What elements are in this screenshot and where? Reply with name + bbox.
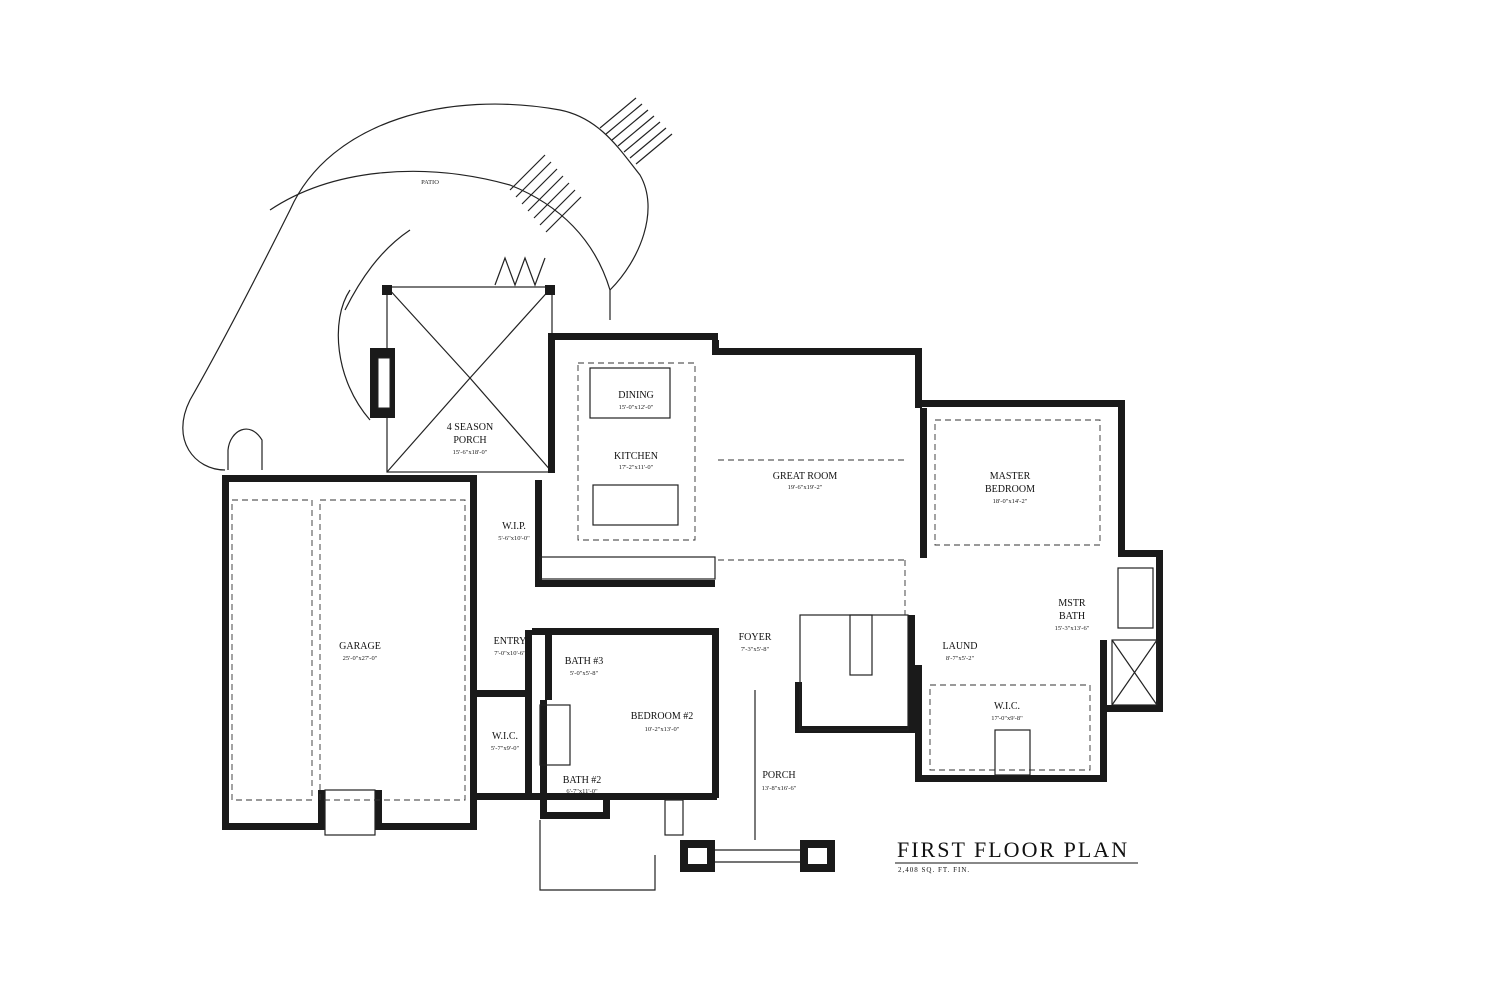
patio-label: PATIO bbox=[421, 179, 439, 186]
laund-dims: 8'-7"x5'-2" bbox=[946, 655, 975, 662]
dining-label: DINING bbox=[618, 390, 654, 401]
bifold-door bbox=[494, 256, 546, 287]
exterior-walls bbox=[222, 333, 1163, 891]
foyer-dims: 7'-3"x5'-8" bbox=[741, 646, 770, 653]
laund-label: LAUND bbox=[943, 641, 978, 652]
patio-outline bbox=[182, 103, 649, 471]
wip-dims: 5'-6"x10'-0" bbox=[498, 535, 530, 542]
four-season-porch-dims: 15'-6"x18'-0" bbox=[453, 449, 488, 456]
four-season-porch-label-1: 4 SEASON bbox=[447, 422, 493, 433]
master-bedroom-label-2: BEDROOM bbox=[985, 484, 1035, 495]
mstr-bath-dims: 15'-3"x13'-6" bbox=[1055, 625, 1090, 632]
bath2-label: BATH #2 bbox=[563, 775, 602, 786]
kitchen-label: KITCHEN bbox=[614, 451, 658, 462]
great-room-label: GREAT ROOM bbox=[773, 471, 838, 482]
four-season-porch-label-2: PORCH bbox=[453, 435, 486, 446]
master-bedroom-label-1: MASTER bbox=[990, 471, 1031, 482]
wic-left-dims: 5'-7"x9'-0" bbox=[491, 745, 520, 752]
mstr-bath-label-1: MSTR bbox=[1058, 598, 1086, 609]
wic-master-dims: 17'-0"x9'-8" bbox=[991, 715, 1023, 722]
bedroom2-label: BEDROOM #2 bbox=[631, 711, 694, 722]
plan-subtitle: 2,408 SQ. FT. FIN. bbox=[898, 866, 970, 874]
garage-label: GARAGE bbox=[339, 641, 381, 652]
wip-label: W.I.P. bbox=[502, 521, 526, 532]
foyer-label: FOYER bbox=[739, 632, 772, 643]
bath3-label: BATH #3 bbox=[565, 656, 604, 667]
bedroom2-dims: 10'-2"x13'-0" bbox=[645, 726, 680, 733]
bath3-dims: 5'-0"x5'-8" bbox=[570, 670, 599, 677]
plan-title: FIRST FLOOR PLAN bbox=[897, 837, 1129, 862]
ceiling-lines bbox=[231, 362, 1158, 801]
wic-left-label: W.I.C. bbox=[492, 731, 518, 742]
mstr-bath-label-2: BATH bbox=[1059, 611, 1085, 622]
great-room-dims: 19'-6"x19'-2" bbox=[788, 484, 823, 491]
entry-label: ENTRY bbox=[494, 636, 527, 647]
patio-steps bbox=[509, 97, 673, 233]
master-bedroom-dims: 18'-0"x14'-2" bbox=[993, 498, 1028, 505]
garage-dims: 25'-0"x27'-0" bbox=[343, 655, 378, 662]
dining-dims: 15'-0"x12'-0" bbox=[619, 404, 654, 411]
wic-master-label: W.I.C. bbox=[994, 701, 1020, 712]
porch-dims: 13'-8"x16'-6" bbox=[762, 785, 797, 792]
entry-dims: 7'-0"x10'-6" bbox=[494, 650, 526, 657]
bath2-dims: 6'-7"x11'-0" bbox=[566, 788, 598, 795]
porch-label: PORCH bbox=[762, 770, 795, 781]
kitchen-dims: 17'-2"x11'-0" bbox=[619, 464, 654, 471]
